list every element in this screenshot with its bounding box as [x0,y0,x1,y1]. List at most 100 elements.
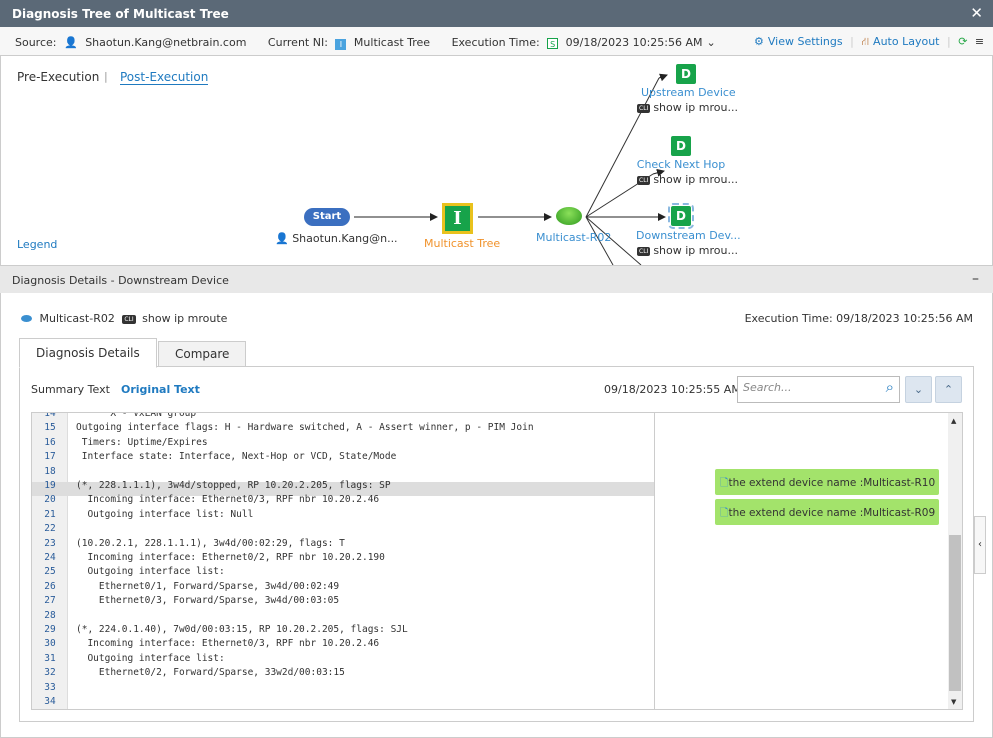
note-text: the extend device name :Multicast-R09 [728,507,936,519]
line-number: 33 [44,681,56,693]
line-number: 31 [44,652,56,664]
diagnosis-node-selected[interactable]: D [668,203,694,229]
intent-icon: I [335,39,347,50]
cli-icon: CLI [637,247,651,256]
highlighted-line [32,482,654,496]
line-number: 16 [44,436,56,448]
exec-time-select[interactable]: 09/18/2023 10:25:56 AM [565,36,703,49]
legend-link[interactable]: Legend [17,238,58,251]
line-number: 28 [44,609,56,621]
auto-layout-icon[interactable]: ⛙ [861,35,870,48]
scrollbar-thumb[interactable] [949,535,961,691]
subtab-summary-text[interactable]: Summary Text [31,383,110,396]
annotation-note[interactable]: 🗋the extend device name :Multicast-R10 [715,469,939,495]
user-icon: 👤 [275,232,289,245]
file-icon: 🗋 [720,477,729,489]
details-title: Diagnosis Details - Downstream Device [12,274,229,287]
code-line: Incoming interface: Ethernet0/3, RPF nbr… [76,638,380,650]
source-label: Source: [15,36,57,49]
router-icon[interactable] [556,207,582,225]
line-number: 25 [44,566,56,578]
node-command: show ip mrou... [653,101,738,114]
node-label[interactable]: Upstream Device [641,86,736,99]
window-title-bar: Diagnosis Tree of Multicast Tree [0,0,993,27]
line-number: 18 [44,465,56,477]
chevron-down-icon[interactable]: ⌄ [706,36,716,49]
device-label[interactable]: Multicast-R02 [536,231,612,244]
code-line: Timers: Uptime/Expires [76,436,208,448]
search-input[interactable]: Search...⌕ [737,376,900,403]
tab-compare[interactable]: Compare [158,341,247,367]
intent-label[interactable]: Multicast Tree [424,237,501,250]
tab-pre-execution[interactable]: Pre-Execution [17,70,100,84]
auto-layout-button[interactable]: Auto Layout [873,35,940,48]
file-icon: 🗋 [720,507,729,519]
refresh-icon[interactable]: ⟳ [958,35,968,48]
node-label[interactable]: Downstream Dev... [636,229,741,242]
prev-match-button[interactable]: ⌃ [935,376,962,403]
source-user: Shaotun.Kang@netbrain.com [85,36,247,49]
scroll-up-icon[interactable]: ▲ [951,417,957,425]
view-settings-button[interactable]: View Settings [767,35,843,48]
line-number: 15 [44,422,56,434]
window-title: Diagnosis Tree of Multicast Tree [12,7,229,21]
close-icon[interactable]: ✕ [970,4,983,22]
diagnosis-node[interactable]: D [671,136,691,156]
line-number: 17 [44,451,56,463]
cli-icon: CLI [122,315,136,324]
diagnosis-node[interactable]: D [676,64,696,84]
scroll-down-icon[interactable]: ▼ [951,698,957,706]
annotation-pane: 🗋the extend device name :Multicast-R10 🗋… [654,413,962,709]
code-line: Ethernet0/1, Forward/Sparse, 3w4d/00:02:… [76,580,340,592]
next-match-button[interactable]: ⌄ [905,376,932,403]
details-header[interactable]: Diagnosis Details - Downstream Device – [0,265,993,293]
search-icon[interactable]: ⌕ [885,378,894,396]
line-number-gutter [32,413,68,709]
node-command: show ip mrou... [653,244,738,257]
node-label[interactable]: Check Next Hop [636,158,726,171]
code-line: Ethernet0/3, Forward/Sparse, 3w4d/00:03:… [76,595,340,607]
line-number: 24 [44,552,56,563]
text-timestamp: 09/18/2023 10:25:55 AM [604,383,741,396]
code-line: (*, 224.0.1.40), 7w0d/00:03:15, RP 10.20… [76,624,408,635]
ni-label: Current NI: [267,36,328,49]
router-icon [21,315,32,322]
line-number: 23 [44,537,56,549]
start-node[interactable]: Start [304,208,350,226]
line-number: 22 [44,523,56,535]
start-user: Shaotun.Kang@n... [292,232,398,245]
line-number: 26 [44,580,56,592]
line-number: 32 [44,667,56,679]
code-line: Incoming interface: Ethernet0/3, RPF nbr… [76,494,380,506]
code-line: Ethernet0/2, Forward/Sparse, 33w2d/00:03… [76,667,345,679]
toolbar: Source: 👤 Shaotun.Kang@netbrain.com Curr… [0,27,993,56]
node-command: show ip mrou... [653,173,738,186]
tab-diagnosis-details[interactable]: Diagnosis Details [19,338,157,368]
line-number: 29 [44,624,56,635]
scrollbar[interactable]: ▲ ▼ [948,413,962,709]
execution-time: Execution Time: 09/18/2023 10:25:56 AM [744,312,973,325]
diagram-canvas[interactable]: Pre-Execution | Post-Execution Legend St… [0,56,993,265]
code-line: Outgoing interface flags: H - Hardware s… [76,422,534,434]
code-line: (10.20.2.1, 228.1.1.1), 3w4d/00:02:29, f… [76,537,345,549]
diagram-edges [354,73,668,265]
annotation-note[interactable]: 🗋the extend device name :Multicast-R09 [715,499,939,525]
cli-icon: CLI [637,104,651,113]
ni-name: Multicast Tree [353,36,431,49]
gear-icon[interactable]: ⚙ [754,35,764,48]
line-number: 30 [44,638,56,650]
tab-post-execution[interactable]: Post-Execution [120,70,209,85]
subtab-original-text[interactable]: Original Text [121,383,200,396]
exec-label: Execution Time: [451,36,540,49]
code-line: Incoming interface: Ethernet0/2, RPF nbr… [76,552,385,563]
note-text: the extend device name :Multicast-R10 [728,477,936,489]
cli-icon: CLI [637,176,651,185]
intent-node[interactable]: I [442,203,473,234]
line-number: 34 [44,696,56,707]
minimize-button[interactable]: – [972,271,979,287]
code-line: Outgoing interface list: Null [76,508,254,520]
menu-icon[interactable]: ≡ [974,35,985,48]
collapse-side-panel-button[interactable]: ‹ [974,516,986,574]
code-line: X - VxLAN group [76,412,197,419]
